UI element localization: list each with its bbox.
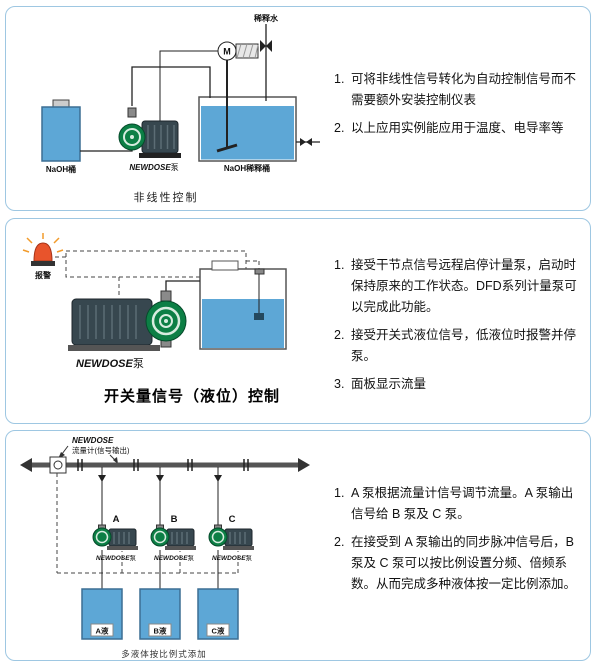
signal-bus-dashed xyxy=(56,473,239,574)
signal-dashed-lines xyxy=(55,250,260,298)
alarm-beacon: 报警 xyxy=(22,233,64,280)
note-number: 2. xyxy=(334,328,345,342)
note-item: 2. 以上应用实例能应用于温度、电导率等 xyxy=(334,118,578,139)
naoh-tank-label: NaOH桶 xyxy=(46,164,76,174)
note-number: 2. xyxy=(334,535,345,549)
note-number: 3. xyxy=(334,377,345,391)
tank-a-label: A液 xyxy=(96,626,109,636)
note-item: 3. 面板显示流量 xyxy=(334,374,578,395)
pump-b-letter: B xyxy=(171,514,178,525)
note-text: 接受开关式液位信号，低液位时报警并停泵。 xyxy=(351,328,577,363)
panel1-notes: 1. 可将非线性信号转化为自动控制信号而不需要额外安装控制仪表 2. 以上应用实… xyxy=(334,69,578,146)
note-number: 1. xyxy=(334,486,345,500)
panel3-diagram: NEWDOSE 流量计(信号输出) xyxy=(20,436,310,659)
dosing-pump: NEWDOSE泵 xyxy=(68,280,200,370)
panel2-diagram: 报警 xyxy=(22,233,287,405)
naoh-tank: NaOH桶 xyxy=(41,99,81,174)
tank-c-label: C液 xyxy=(212,626,225,636)
flow-arrow-right xyxy=(298,458,310,472)
dilution-water-label: 稀释水 xyxy=(254,13,279,23)
note-number: 1. xyxy=(334,258,345,272)
alarm-label: 报警 xyxy=(35,270,51,280)
note-item: 1. A 泵根据流量计信号调节流量。A 泵输出信号给 B 泵及 C 泵。 xyxy=(334,483,578,525)
pump-label: NEWDOSE泵 xyxy=(96,554,137,562)
panel3-notes: 1. A 泵根据流量计信号调节流量。A 泵输出信号给 B 泵及 C 泵。 2. … xyxy=(334,483,578,602)
note-text: 可将非线性信号转化为自动控制信号而不需要额外安装控制仪表 xyxy=(351,72,577,107)
panel-level-signal-control: 报警 xyxy=(5,218,591,424)
pump-c-assembly: C NEWDOSE泵 C液 xyxy=(197,467,254,640)
panel-proportional-dosing: NEWDOSE 流量计(信号输出) xyxy=(5,430,591,661)
note-number: 2. xyxy=(334,121,345,135)
note-text: 接受干节点信号远程启停计量泵，启动时保持原来的工作状态。DFD系列计量泵可以完成… xyxy=(351,258,577,314)
note-number: 1. xyxy=(334,72,345,86)
flowmeter-label: 流量计(信号输出) xyxy=(72,445,130,455)
note-text: 以上应用实例能应用于温度、电导率等 xyxy=(351,121,564,135)
dilution-water-pipe: 稀释水 xyxy=(254,13,279,101)
panel-nonlinear-control: NaOH稀释桶 稀释水 M NaOH桶 xyxy=(5,6,591,211)
flowmeter-callout: NEWDOSE 流量计(信号输出) xyxy=(58,436,130,464)
pump-label: NEWDOSE泵 xyxy=(76,357,144,370)
pump-a-assembly: A NEWDOSE泵 A液 xyxy=(81,467,138,640)
pump-label: NEWDOSE泵 xyxy=(212,554,253,562)
note-item: 2. 在接受到 A 泵输出的同步脉冲信号后，B 泵及 C 泵可以按比例设置分频、… xyxy=(334,532,578,595)
motor-label: M xyxy=(223,47,231,57)
pump-a-letter: A xyxy=(113,514,120,525)
flow-arrow-left xyxy=(20,458,32,472)
pump-label: NEWDOSE泵 xyxy=(154,554,195,562)
note-text: 在接受到 A 泵输出的同步脉冲信号后，B 泵及 C 泵可以按比例设置分频、倍频系… xyxy=(351,535,577,591)
note-text: 面板显示流量 xyxy=(351,377,427,391)
level-tank xyxy=(199,260,287,350)
dilution-tank-label: NaOH稀释桶 xyxy=(224,163,270,173)
note-item: 1. 接受干节点信号远程启停计量泵，启动时保持原来的工作状态。DFD系列计量泵可… xyxy=(334,255,578,318)
pump-c-letter: C xyxy=(229,514,236,525)
flowmeter xyxy=(49,456,67,474)
panel3-caption: 多液体按比例式添加 xyxy=(121,649,207,659)
dilution-tank: NaOH稀释桶 xyxy=(198,96,320,173)
tank-b-label: B液 xyxy=(154,626,167,636)
note-text: A 泵根据流量计信号调节流量。A 泵输出信号给 B 泵及 C 泵。 xyxy=(351,486,574,521)
pump-b-assembly: B NEWDOSE泵 B液 xyxy=(139,467,196,640)
main-pipe xyxy=(20,456,310,474)
panel2-caption: 开关量信号（液位）控制 xyxy=(104,387,280,405)
note-item: 2. 接受开关式液位信号，低液位时报警并停泵。 xyxy=(334,325,578,367)
dosing-pump: NEWDOSE泵 xyxy=(80,50,218,172)
pump-label: NEWDOSE泵 xyxy=(129,163,178,172)
panel1-caption: 非线性控制 xyxy=(134,190,199,204)
level-switch-float xyxy=(254,313,264,320)
brand-label: NEWDOSE xyxy=(72,436,114,445)
panel2-notes: 1. 接受干节点信号远程启停计量泵，启动时保持原来的工作状态。DFD系列计量泵可… xyxy=(334,255,578,402)
panel1-diagram: NaOH稀释桶 稀释水 M NaOH桶 xyxy=(41,13,320,204)
note-item: 1. 可将非线性信号转化为自动控制信号而不需要额外安装控制仪表 xyxy=(334,69,578,111)
